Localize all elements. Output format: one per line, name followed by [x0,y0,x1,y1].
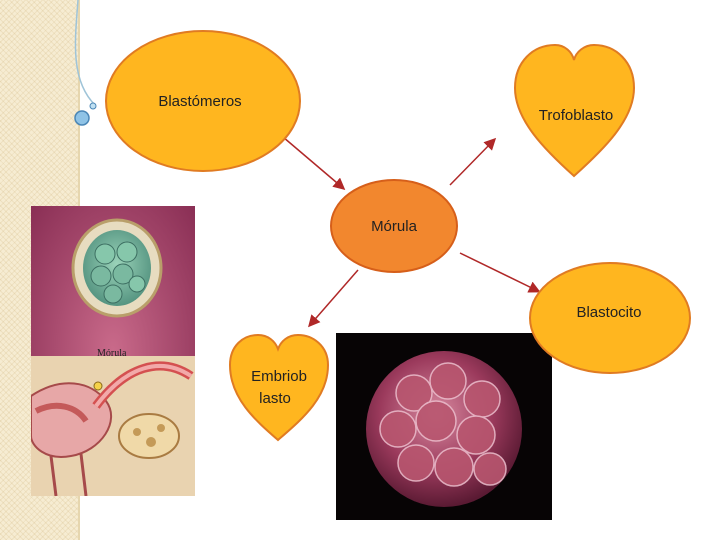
morula-photo-image [336,333,552,520]
decorative-curl [74,0,97,126]
node-morula [330,179,458,273]
morula-figure-caption: Mórula [97,348,127,359]
label-blastocito: Blastocito [576,304,642,321]
arrow-morula-to-trofoblasto [449,137,497,186]
arrow-morula-to-blastocito [459,252,541,293]
label-embrioblasto-line2: lasto [259,390,291,407]
label-blastomeros: Blastómeros [158,93,242,110]
bubble-small-icon [89,102,97,110]
arrow-blastomeros-to-morula [282,136,346,190]
bubble-large-icon [74,110,90,126]
label-morula: Mórula [371,218,417,235]
node-embrioblasto [228,333,330,442]
morula-anatomy-image: Mórula [31,206,195,496]
arrow-morula-to-embrioblasto [308,269,359,328]
label-trofoblasto: Trofoblasto [538,107,614,124]
node-blastocito [529,262,691,374]
node-trofoblasto [513,43,636,178]
label-embrioblasto-line1: Embriob [251,368,307,385]
node-blastomeros [105,30,301,172]
